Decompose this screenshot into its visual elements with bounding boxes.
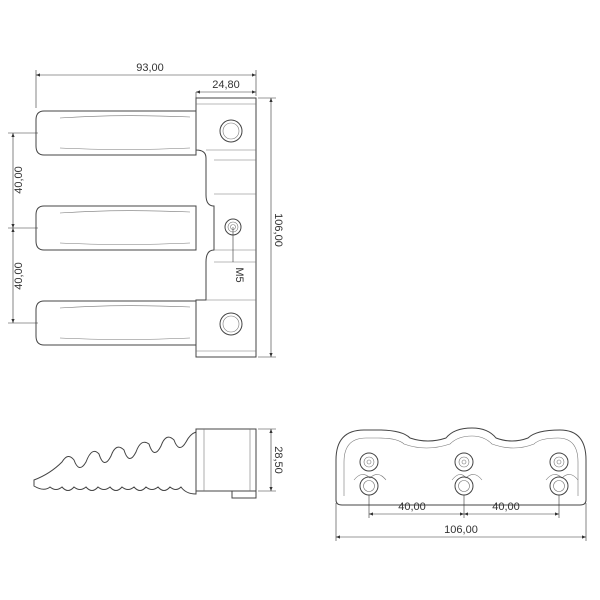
side-view: 28,50 [33,428,284,499]
dim-side-height: 28,50 [258,428,284,492]
dim-end-width-label: 106,00 [444,524,478,536]
dim-bracket-width-label: 24,80 [212,79,240,91]
holes-lower [359,476,569,496]
bracket-top-view [195,97,257,358]
bracket-end-outline [335,427,587,506]
dim-height-overall: 106,00 [258,97,284,358]
dim-spacing-lower-label: 40,00 [13,262,25,290]
dim-end-spacing-right-label: 40,00 [492,501,520,513]
dim-end-width: 106,00 [335,503,587,541]
dim-end-spacing-left-label: 40,00 [398,501,426,513]
top-view: 93,00 24,80 40,00 40,00 106,00 [8,62,284,358]
dim-bracket-width: 24,80 [195,79,256,98]
dim-spacing-vertical: 40,00 40,00 [8,132,38,324]
peg-top [35,110,197,156]
dim-side-height-label: 28,50 [272,446,284,474]
dim-end-spacing: 40,00 40,00 [368,495,560,518]
bracket-side-view [195,428,257,499]
peg-middle [35,205,197,251]
dim-height-overall-label: 106,00 [272,213,284,247]
dim-width-overall: 93,00 [35,62,257,108]
dim-spacing-upper-label: 40,00 [13,166,25,194]
dim-width-overall-label: 93,00 [136,62,164,74]
peg-bottom [35,300,197,346]
serrated-peg-profile [33,431,197,495]
thread-callout-label: M5 [233,267,245,282]
end-view: 40,00 40,00 106,00 [335,427,587,541]
holes-upper [359,452,569,472]
thread-callout: M5 [232,227,245,283]
